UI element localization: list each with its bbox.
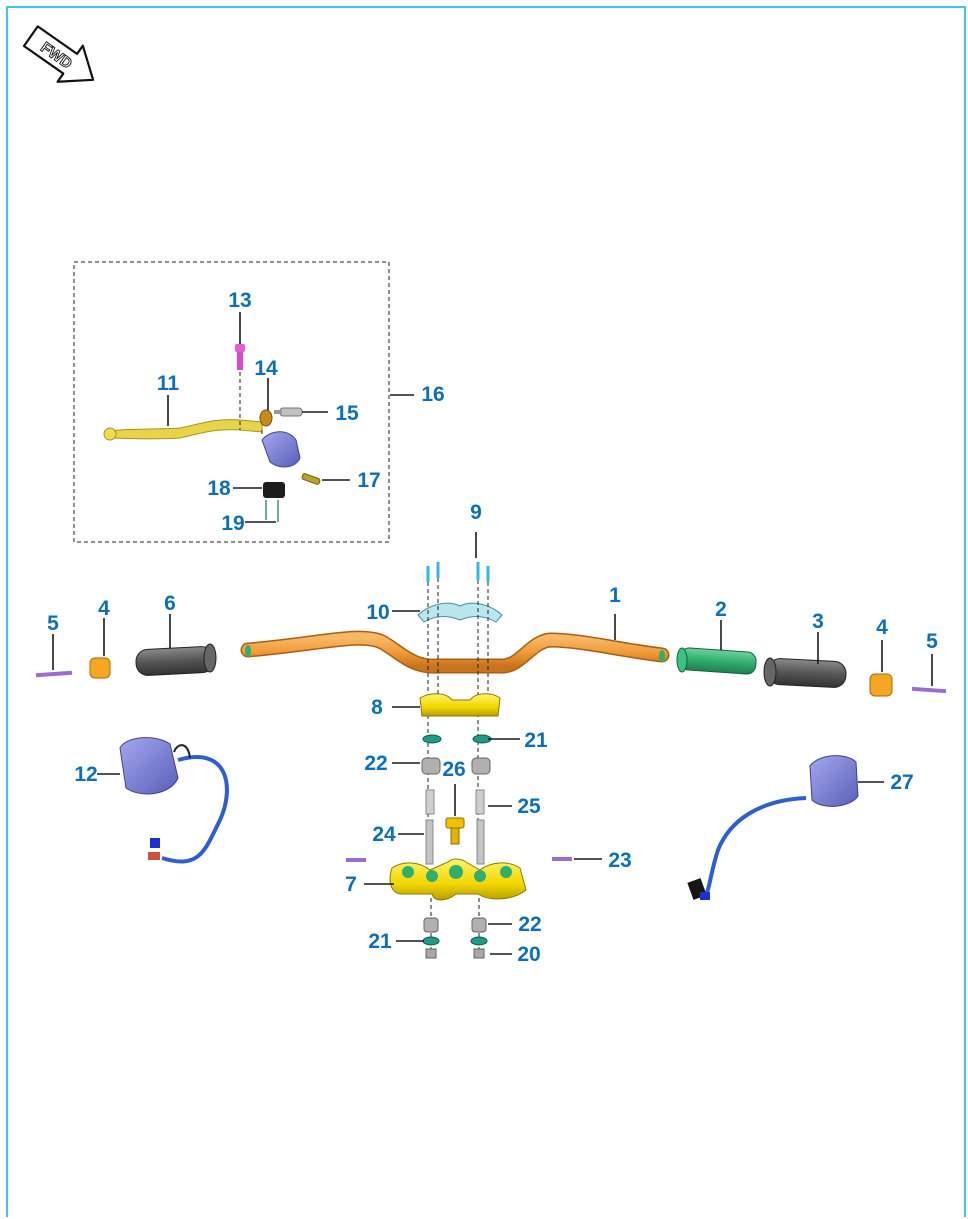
part-lever-perch	[261, 430, 301, 468]
callout-21-upper: 21	[524, 729, 548, 752]
callout-5-left: 5	[47, 612, 59, 635]
callout-10: 10	[366, 601, 389, 624]
part-switch-screws	[265, 500, 279, 522]
part-pivot-pin	[235, 344, 245, 370]
callout-6: 6	[164, 592, 176, 615]
callout-12: 12	[74, 763, 97, 786]
callout-1: 1	[609, 584, 621, 607]
part-centre-bolt	[445, 817, 465, 845]
part-bar-end-bolt-right	[911, 686, 947, 694]
part-lever-switch	[263, 482, 285, 498]
callout-22-upper: 22	[364, 752, 387, 775]
part-bar-end-left	[89, 657, 111, 679]
part-perch-bolt	[301, 473, 321, 485]
part-bushings-lower	[423, 917, 487, 933]
callout-23: 23	[608, 849, 631, 872]
callout-16: 16	[421, 383, 444, 406]
callout-20: 20	[517, 943, 540, 966]
callout-25: 25	[517, 795, 541, 818]
part-bushing	[259, 409, 273, 427]
part-spacers	[425, 789, 485, 815]
fwd-badge: FWD	[22, 25, 95, 83]
part-right-grip	[763, 657, 847, 688]
part-lower-clamp	[419, 693, 501, 717]
callout-19: 19	[221, 512, 244, 535]
callout-18: 18	[207, 477, 231, 500]
callout-3: 3	[812, 610, 824, 633]
callout-17: 17	[357, 469, 380, 492]
part-top-yoke	[389, 858, 527, 901]
page-border	[6, 6, 966, 1217]
part-washers-lower	[422, 936, 488, 946]
forward-arrow-icon	[22, 25, 95, 83]
part-washers-upper	[422, 734, 492, 744]
callout-7: 7	[345, 873, 357, 896]
part-right-switch	[687, 755, 859, 900]
leader-lines	[52, 312, 933, 955]
callout-8: 8	[371, 696, 383, 719]
part-adjuster	[274, 407, 303, 417]
lever-assembly-box	[73, 261, 390, 543]
callout-labels: 1 2 3 4 4 5 5 6 7 8 9 10 11 12 13 14 15 …	[47, 289, 938, 966]
callout-5-right: 5	[926, 630, 938, 653]
callout-9: 9	[470, 501, 482, 524]
callout-15: 15	[335, 402, 359, 425]
callout-4-left: 4	[98, 597, 110, 620]
callout-24: 24	[372, 823, 396, 846]
callout-26: 26	[442, 758, 465, 781]
part-nuts-lower	[425, 948, 485, 959]
part-left-grip	[135, 643, 217, 676]
callout-21-lower: 21	[368, 930, 392, 953]
callout-27: 27	[890, 771, 913, 794]
part-bushings-upper	[421, 757, 491, 775]
part-upper-clamp	[417, 602, 503, 623]
part-left-switch	[119, 737, 229, 864]
callout-4-right: 4	[876, 616, 888, 639]
part-small-pins	[346, 857, 572, 862]
callout-13: 13	[228, 289, 251, 312]
part-bar-end-bolt-left	[35, 670, 73, 678]
callout-2: 2	[715, 598, 727, 621]
callout-22-lower: 22	[518, 913, 541, 936]
part-bar-end-right	[869, 673, 893, 697]
part-throttle-tube	[676, 647, 757, 675]
part-lever	[103, 419, 263, 441]
callout-14: 14	[254, 357, 278, 380]
part-long-bolts	[425, 819, 485, 865]
part-handlebar	[240, 630, 670, 674]
part-clamp-bolts	[426, 562, 490, 582]
callout-11: 11	[157, 372, 180, 395]
